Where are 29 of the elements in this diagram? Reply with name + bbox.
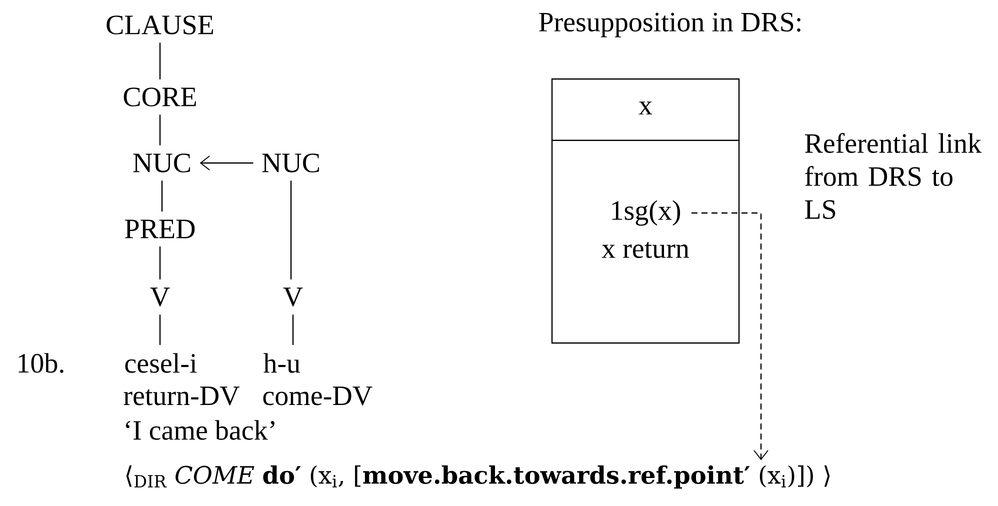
tree-label: NUC [262, 154, 319, 172]
translation-text: ‘I came back’ [126, 420, 274, 440]
tree-branch [159, 314, 161, 345]
tree-label: V [283, 288, 303, 306]
example-number: 10b. [18, 353, 64, 373]
dashed-arrow [691, 212, 768, 460]
tree-label: PRED [125, 220, 195, 238]
gloss-text: return-DV [124, 386, 240, 406]
tree-branch [161, 180, 163, 212]
drs-condition: x return [602, 242, 689, 258]
tree-branch [159, 114, 161, 146]
drs-referent: x [638, 102, 652, 114]
drs-condition: 1sg(x) [612, 200, 680, 226]
gloss-text: come-DV [263, 386, 372, 406]
tree-branch [159, 42, 161, 80]
word-form: h-u [263, 353, 300, 373]
logical-structure: ⟨$_{DIR}$ COME do′ (x$_{i}$, [move.back.towards.ref.point′ (x$_{i}$)]) ⟩ [126, 465, 830, 489]
tree-branch [290, 180, 292, 280]
tree-label: CORE [124, 88, 196, 106]
arrow [200, 156, 254, 170]
tree-branch [292, 314, 294, 345]
tree-label: NUC [133, 154, 190, 172]
tree-label: CLAUSE [106, 16, 214, 34]
drs-box [551, 78, 740, 344]
tree-label: V [150, 288, 170, 306]
heading: Presupposition in DRS: [539, 12, 800, 38]
tree-branch [159, 246, 161, 280]
word-form: cesel-i [125, 353, 197, 373]
note-text: Referential link from DRS to LS [805, 133, 982, 219]
